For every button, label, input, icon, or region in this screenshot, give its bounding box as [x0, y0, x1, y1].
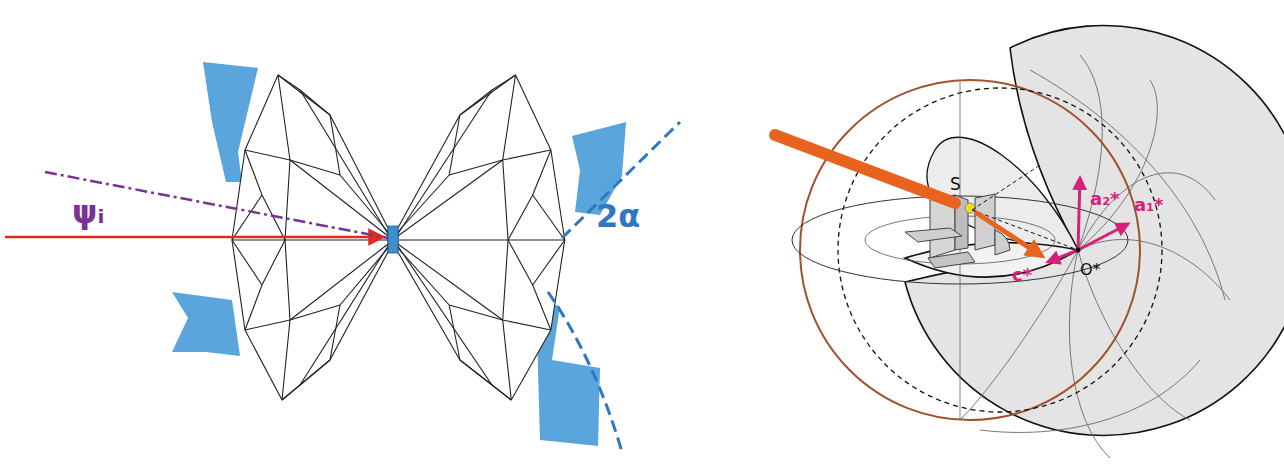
reciprocal-axes: [1048, 178, 1128, 262]
seat-block: [172, 292, 240, 356]
incident-beam: [5, 236, 384, 239]
cell-block: [905, 228, 962, 242]
anvil-outline: [398, 75, 565, 400]
sample-label: S: [950, 176, 961, 193]
origin-label: O*: [1080, 262, 1101, 278]
origin-point: [1076, 248, 1081, 253]
axis-arrow: [1048, 250, 1078, 262]
tilted-beam-line: [45, 172, 388, 238]
axis-label: a₂*: [1090, 190, 1119, 208]
axis-label: c*: [1012, 266, 1032, 284]
diamond-anvil: [398, 75, 565, 400]
axis-arrow: [1078, 178, 1080, 250]
angle-label: 2α: [596, 200, 640, 232]
angle-label: ψᵢ: [72, 196, 104, 228]
axis-label: a₁*: [1134, 196, 1163, 214]
diffracted-beam: [975, 212, 1042, 256]
limiting-circle: [838, 88, 1162, 412]
opening-angle-line: [562, 122, 680, 238]
axis-arrow: [1078, 224, 1128, 250]
backing-seats: [172, 62, 626, 446]
torus-body: [905, 25, 1284, 435]
cell-block: [928, 252, 975, 268]
opening-angle-line: [548, 292, 622, 452]
anvil-facets: [398, 75, 565, 400]
accessible-volume: [905, 25, 1284, 458]
incident-beam: [775, 135, 955, 203]
vertical-axis: [960, 82, 961, 420]
sample-gasket: [388, 226, 398, 253]
meridian-arcs: [960, 55, 1230, 458]
construction-line: [972, 165, 1040, 210]
ewald-sphere: [800, 80, 1140, 420]
sample-point: [965, 203, 975, 213]
